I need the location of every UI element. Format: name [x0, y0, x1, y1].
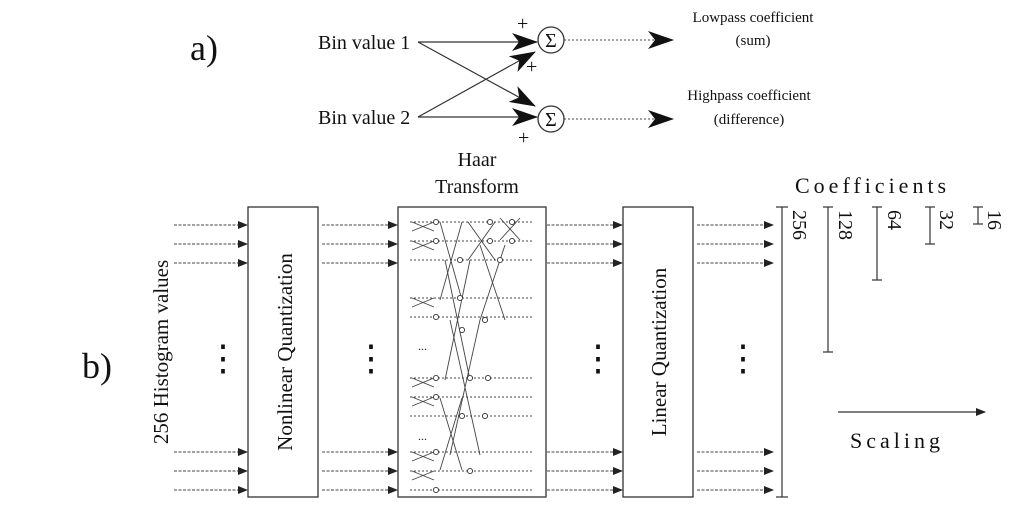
- haar-node: [466, 467, 474, 475]
- bin-value-2-label: Bin value 2: [318, 107, 410, 129]
- sum-node-bottom: Σ: [537, 105, 565, 133]
- coef-size-16: 16: [983, 210, 1005, 230]
- nonlinear-quantization-label: Nonlinear Quantization: [273, 253, 297, 451]
- haar-cross-line: [411, 240, 435, 251]
- signal-arrows: [174, 221, 774, 494]
- lowpass-sub-label: (sum): [736, 33, 771, 49]
- haar-node: [432, 218, 440, 226]
- linear-quantization-label: Linear Quantization: [647, 267, 671, 436]
- ellipsis-after-haar: ⋮: [580, 338, 616, 378]
- plus-sign-2: +: [526, 56, 537, 78]
- haar-node: [432, 448, 440, 456]
- haar-cross-line: [439, 221, 463, 301]
- ellipsis-after-linear: ⋮: [725, 338, 761, 378]
- haar-gap-dots: ...: [418, 429, 427, 443]
- haar-cross-line: [411, 221, 435, 232]
- haar-cross-line: [439, 397, 463, 471]
- haar-node: [496, 256, 504, 264]
- linear-quantization-block: [622, 206, 694, 498]
- haar-cross-line: [411, 470, 435, 481]
- haar-node: [458, 326, 466, 334]
- highpass-sub-label: (difference): [714, 112, 785, 128]
- minus-sign: -: [520, 85, 527, 107]
- butterfly-lines: [417, 33, 538, 126]
- haar-node: [432, 237, 440, 245]
- coefficient-range-brackets: [776, 206, 983, 498]
- nonlinear-quantization-block: [247, 206, 319, 498]
- haar-node: [466, 374, 474, 382]
- bin-value-1-label: Bin value 1: [318, 32, 410, 54]
- coef-size-128: 128: [834, 210, 856, 240]
- ellipsis-after-nonlinear: ⋮: [353, 338, 389, 378]
- haar-butterfly-network: ......: [410, 217, 534, 494]
- ellipsis-input: ⋮: [205, 338, 241, 378]
- haar-node: [432, 393, 440, 401]
- haar-cross-line: [499, 217, 521, 241]
- haar-cross-line: [411, 377, 435, 388]
- transform-label: Transform: [435, 176, 519, 198]
- haar-node: [508, 218, 516, 226]
- haar-cross-line: [411, 297, 435, 308]
- plus-sign-3: +: [518, 127, 529, 149]
- haar-node: [432, 374, 440, 382]
- panel-a-label: a): [190, 28, 218, 68]
- haar-node: [484, 374, 492, 382]
- svg-text:Σ: Σ: [545, 30, 557, 52]
- coef-size-256: 256: [788, 210, 810, 240]
- highpass-label: Highpass coefficient: [687, 88, 811, 104]
- histogram-values-label: 256 Histogram values: [149, 260, 173, 444]
- haar-cross-line: [444, 259, 471, 381]
- haar-node: [432, 313, 440, 321]
- haar-label: Haar: [458, 149, 497, 171]
- haar-node: [456, 256, 464, 264]
- haar-node: [458, 412, 466, 420]
- coefficients-label: Coefficients: [795, 173, 950, 198]
- haar-gap-dots: ...: [418, 339, 427, 353]
- haar-cross-line: [411, 396, 435, 407]
- haar-node: [486, 237, 494, 245]
- plus-sign-1: +: [517, 13, 528, 35]
- haar-cross-line: [467, 221, 496, 261]
- haar-node: [481, 412, 489, 420]
- coef-size-32: 32: [935, 210, 957, 230]
- haar-cross-line: [449, 319, 481, 456]
- haar-node: [508, 237, 516, 245]
- svg-text:Σ: Σ: [545, 109, 557, 131]
- haar-node: [432, 486, 440, 494]
- lowpass-label: Lowpass coefficient: [693, 10, 815, 26]
- haar-node: [481, 316, 489, 324]
- panel-b-label: b): [82, 346, 112, 386]
- haar-cross-line: [411, 451, 435, 462]
- coef-size-64: 64: [883, 210, 905, 230]
- scaling-label: Scaling: [850, 428, 944, 453]
- haar-node: [486, 218, 494, 226]
- haar-transform-block: [397, 206, 547, 498]
- sum-node-top: Σ: [537, 26, 565, 54]
- haar-node: [456, 294, 464, 302]
